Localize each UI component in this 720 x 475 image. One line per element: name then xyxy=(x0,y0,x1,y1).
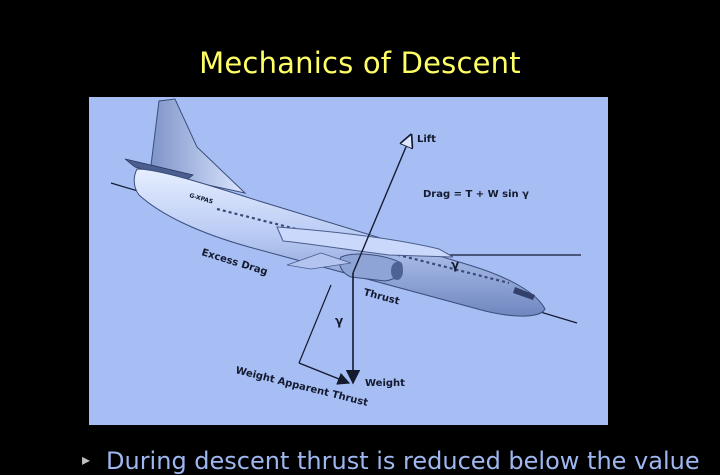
lift-arrow xyxy=(352,135,411,274)
apparent-thrust-arrow xyxy=(298,362,351,385)
bullet-text: During descent thrust is reduced below t… xyxy=(106,447,700,475)
drag-equation-label: Drag = T + W sin γ xyxy=(423,189,529,200)
gamma-angle-label-upper: γ xyxy=(451,258,459,272)
slide-title: Mechanics of Descent xyxy=(199,46,521,80)
lift-label: Lift xyxy=(417,134,436,145)
engine-intake xyxy=(391,262,403,280)
bullet-item: ▸During descent thrust is reduced below … xyxy=(82,447,720,475)
descent-diagram-svg: G-XPAS Lift Drag = T + W sin γ γ Excess … xyxy=(110,98,581,409)
apparent-thrust-line xyxy=(298,284,332,364)
weight-apparent-thrust-label: Weight Apparent Thrust xyxy=(234,365,369,409)
weight-label: Weight xyxy=(365,378,405,389)
descent-diagram: G-XPAS Lift Drag = T + W sin γ γ Excess … xyxy=(89,97,608,425)
thrust-label: Thrust xyxy=(362,287,401,307)
excess-drag-label: Excess Drag xyxy=(200,247,269,278)
gamma-angle-label-lower: γ xyxy=(335,314,343,328)
near-wing xyxy=(286,252,352,270)
cockpit-window xyxy=(513,287,535,300)
wing xyxy=(276,226,454,258)
